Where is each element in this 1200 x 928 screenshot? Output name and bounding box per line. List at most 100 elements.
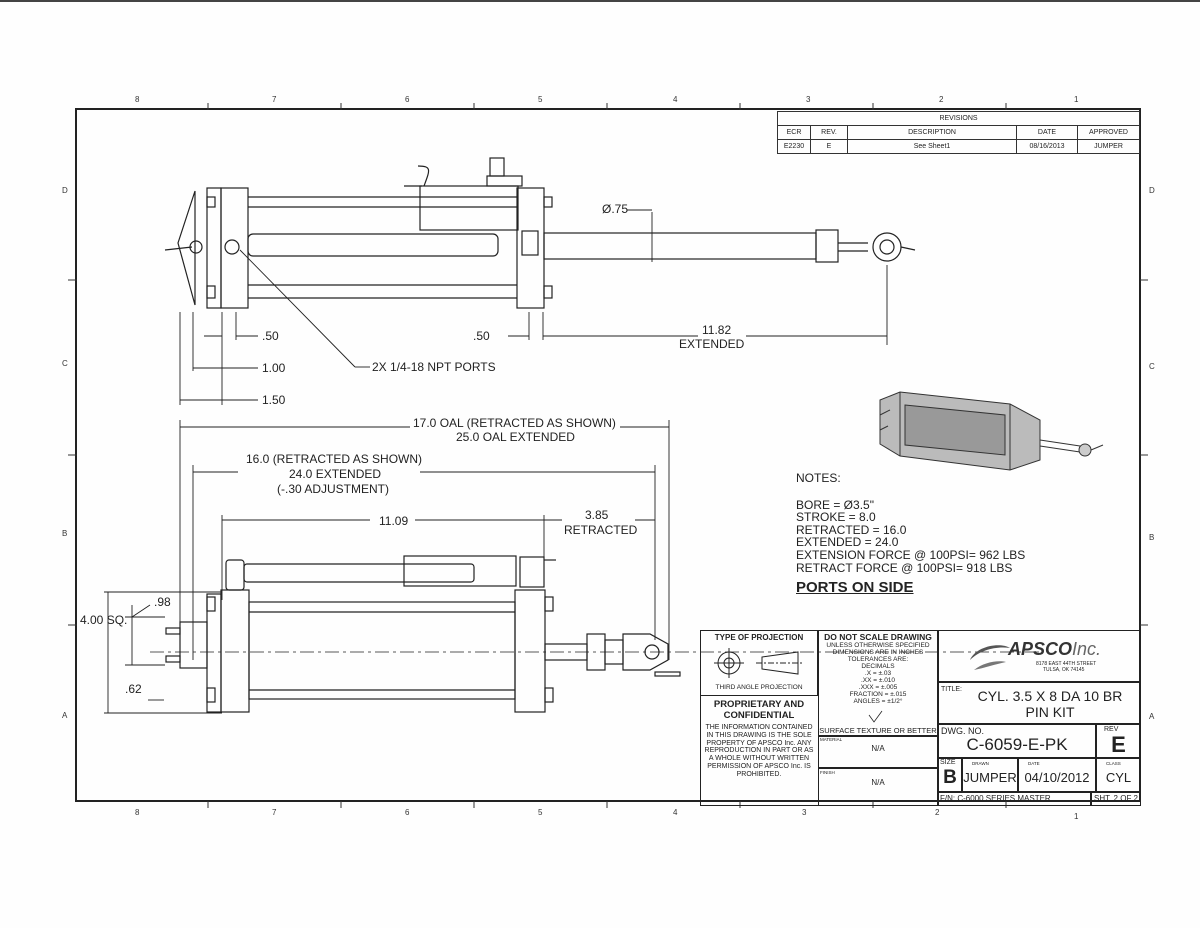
top-edge-line	[0, 0, 1200, 2]
zone-row-a-left: A	[62, 711, 68, 720]
company-address-1: 8178 EAST 44TH STREET	[1036, 661, 1097, 667]
class-label: CLASS	[1106, 761, 1121, 766]
zone-row-d-right: D	[1149, 186, 1155, 195]
title-box	[938, 682, 1141, 724]
no-scale-title: DO NOT SCALE DRAWING	[824, 632, 932, 642]
drawn-value: JUMPER	[963, 770, 1017, 785]
zone-ticks	[68, 103, 1148, 808]
top-view-cylinder	[164, 157, 916, 309]
note-retracted: RETRACTED = 16.0	[796, 522, 907, 537]
zone-col-7-bottom: 7	[272, 808, 277, 817]
date-value: 04/10/2012	[1024, 770, 1090, 785]
class-box	[1096, 758, 1141, 792]
zone-col-6-bottom: 6	[405, 808, 410, 817]
dim-adjustment: (-.30 ADJUSTMENT)	[277, 482, 390, 496]
rev-header-rev: REV.	[810, 125, 848, 140]
dim-400-square: 4.00 SQ.	[80, 613, 128, 627]
zone-col-3-bottom: 3	[802, 808, 807, 817]
no-scale-line-3: TOLERANCES ARE:	[847, 656, 909, 663]
ports-callout: 2X 1/4-18 NPT PORTS	[372, 360, 496, 374]
finish-value: N/A	[871, 778, 885, 787]
sheet-box	[1091, 792, 1141, 806]
zone-row-c-right: C	[1149, 362, 1155, 371]
front-view-dimensions	[104, 420, 670, 714]
size-label: SIZE	[940, 759, 956, 766]
no-scale-box	[818, 630, 938, 736]
notes-title: NOTES:	[796, 471, 841, 485]
tolerance-x: .X = ±.03	[864, 670, 892, 677]
front-view-cylinder	[150, 555, 1040, 713]
company-name: APSCO	[1008, 639, 1073, 659]
proprietary-text: THE INFORMATION CONTAINED IN THIS DRAWIN…	[704, 724, 814, 778]
dim-length-retracted: 16.0 (RETRACTED AS SHOWN)	[246, 452, 423, 466]
note-retract-force: RETRACT FORCE @ 100PSI= 918 LBS	[796, 560, 1013, 575]
drawn-label: DRAWN	[972, 761, 989, 766]
material-box	[818, 736, 938, 768]
tolerance-xxx: .XXX = ±.005	[858, 684, 898, 691]
logo-box	[938, 630, 1141, 682]
material-label: MATERIAL	[820, 737, 843, 742]
dim-oal-retracted: 17.0 OAL (RETRACTED AS SHOWN)	[413, 416, 616, 430]
dim-extended-value: 11.82	[702, 323, 732, 337]
dim-062: .62	[125, 682, 142, 696]
apsco-swoosh-logo	[970, 645, 1010, 670]
dim-length-extended: 24.0 EXTENDED	[289, 467, 382, 481]
dim-extended-label: EXTENDED	[679, 337, 745, 351]
dim-385: 3.85	[585, 508, 609, 522]
note-stroke: STROKE = 8.0	[796, 510, 876, 525]
zone-row-a-right: A	[1149, 712, 1155, 721]
zone-col-1-bottom: 1	[1074, 812, 1079, 821]
date-box	[1018, 758, 1096, 792]
tolerance-angles: ANGLES = ±1/2°	[853, 698, 903, 705]
zone-col-2-top: 2	[939, 95, 944, 104]
size-value: B	[943, 767, 957, 788]
rev-box	[1096, 724, 1141, 758]
note-extended: EXTENDED = 24.0	[796, 535, 899, 550]
drawing-title-line-1: CYL. 3.5 X 8 DA 10 BR	[977, 688, 1123, 704]
zone-col-8-top: 8	[135, 95, 140, 104]
fn-value: F/N: C-6000 SERIES MASTER	[940, 794, 1051, 803]
dim-retracted-label: RETRACTED	[564, 523, 638, 537]
company-address-2: TULSA, OK 74145	[1043, 667, 1085, 673]
dim-rod-diameter: Ø.75	[602, 202, 629, 216]
note-extension-force: EXTENSION FORCE @ 100PSI= 962 LBS	[796, 547, 1026, 562]
surface-texture: SURFACE TEXTURE OR BETTER	[819, 726, 937, 735]
third-angle-projection-symbol	[714, 648, 804, 678]
size-box	[938, 758, 962, 792]
dwg-no-box	[938, 724, 1096, 758]
dwg-no-value: C-6059-E-PK	[966, 735, 1068, 754]
drawn-box	[962, 758, 1018, 792]
drawing-title-line-2: PIN KIT	[1025, 704, 1075, 720]
rev-row-rev: E	[810, 139, 848, 154]
zone-col-8-bottom: 8	[135, 808, 140, 817]
sheet-value: SHT. 2 OF 2	[1093, 794, 1138, 803]
no-scale-line-1: UNLESS OTHERWISE SPECIFIED	[826, 642, 930, 649]
zone-col-2-bottom: 2	[935, 808, 940, 817]
rev-header-description: DESCRIPTION	[847, 125, 1017, 140]
rev-header-approved: APPROVED	[1077, 125, 1140, 140]
dwg-no-label: DWG. NO.	[941, 726, 984, 736]
zone-col-3-top: 3	[806, 95, 811, 104]
zone-col-1-top: 1	[1074, 95, 1079, 104]
notes-block: NOTES: BORE = Ø3.5" STROKE = 8.0 RETRACT…	[796, 472, 1025, 574]
zone-col-5-top: 5	[538, 95, 543, 104]
material-value: N/A	[871, 744, 885, 753]
zone-row-c-left: C	[62, 359, 68, 368]
company-logo-text: APSCOInc.	[1008, 639, 1101, 660]
proprietary-title: PROPRIETARY AND CONFIDENTIAL	[713, 699, 805, 721]
dim-098: .98	[154, 595, 171, 609]
tolerance-fraction: FRACTION = ±.015	[849, 691, 907, 698]
rev-row-ecr: E2230	[777, 139, 811, 154]
dim-oal-extended: 25.0 OAL EXTENDED	[456, 430, 575, 444]
surface-finish-symbol	[868, 710, 883, 723]
fn-box	[938, 792, 1091, 806]
note-bore: BORE = Ø3.5"	[796, 497, 874, 512]
rev-row-approved: JUMPER	[1077, 139, 1140, 154]
ports-on-side-label: PORTS ON SIDE	[796, 579, 914, 596]
date-label: DATE	[1028, 761, 1040, 766]
isometric-view	[879, 391, 1104, 471]
zone-col-6-top: 6	[405, 95, 410, 104]
dim-050-right: .50	[473, 329, 490, 343]
projection-box	[700, 630, 818, 696]
zone-col-5-bottom: 5	[538, 808, 543, 817]
